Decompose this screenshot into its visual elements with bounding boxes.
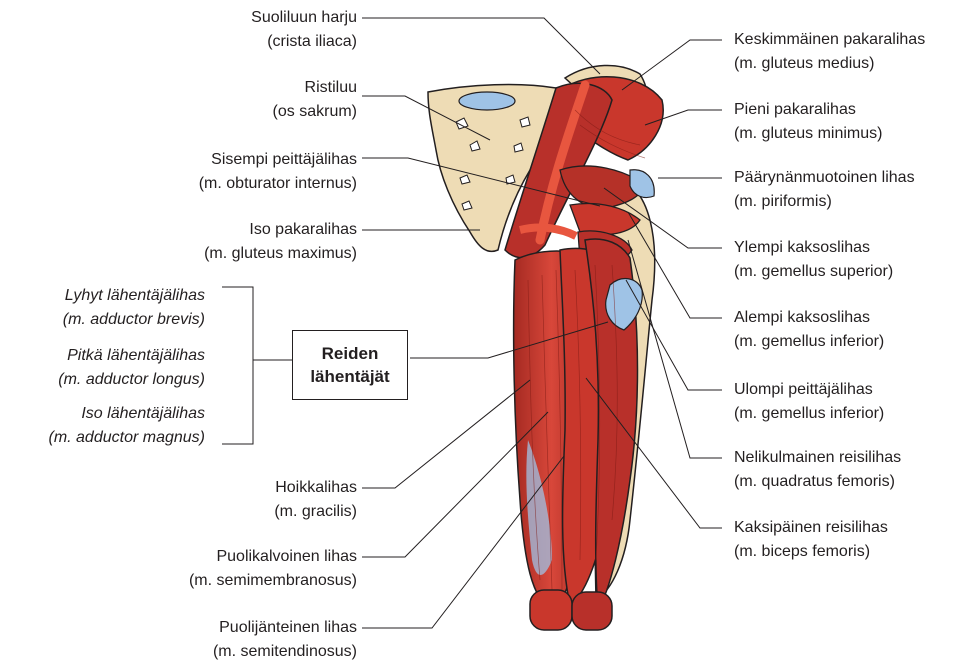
label-name: Suoliluun harju: [251, 6, 357, 30]
label-gemellus-superior: Ylempi kaksoslihas (m. gemellus superior…: [734, 236, 893, 284]
distal-tendon-1: [530, 590, 572, 630]
label-latin: (m. gracilis): [274, 500, 357, 524]
label-name: Kaksipäinen reisilihas: [734, 516, 888, 540]
label-name: Ristiluu: [273, 76, 357, 100]
label-piriformis: Päärynänmuotoinen lihas (m. piriformis): [734, 166, 915, 214]
label-gemellus-inferior: Alempi kaksoslihas (m. gemellus inferior…: [734, 306, 884, 354]
label-name: Puolikalvoinen lihas: [189, 545, 357, 569]
label-name: Ylempi kaksoslihas: [734, 236, 893, 260]
label-latin: (m. gluteus minimus): [734, 122, 882, 146]
label-name: Keskimmäinen pakaralihas: [734, 28, 925, 52]
label-obturator-internus: Sisempi peittäjälihas (m. obturator inte…: [199, 148, 357, 196]
label-name: Lyhyt lähentäjälihas: [63, 284, 205, 308]
label-crista-iliaca: Suoliluun harju (crista iliaca): [251, 6, 357, 54]
label-biceps-femoris: Kaksipäinen reisilihas (m. biceps femori…: [734, 516, 888, 564]
label-latin: (m. gemellus superior): [734, 260, 893, 284]
label-adductor-longus: Pitkä lähentäjälihas (m. adductor longus…: [58, 344, 205, 392]
label-name: Pitkä lähentäjälihas: [58, 344, 205, 368]
adductor-bracket: [222, 287, 253, 444]
label-os-sakrum: Ristiluu (os sakrum): [273, 76, 357, 124]
label-name: Iso pakaralihas: [204, 218, 357, 242]
label-adductor-magnus: Iso lähentäjälihas (m. adductor magnus): [48, 402, 205, 450]
label-quadratus-femoris: Nelikulmainen reisilihas (m. quadratus f…: [734, 446, 901, 494]
label-name: Nelikulmainen reisilihas: [734, 446, 901, 470]
label-latin: (m. adductor longus): [58, 368, 205, 392]
label-gluteus-medius: Keskimmäinen pakaralihas (m. gluteus med…: [734, 28, 925, 76]
adductor-group-box: Reiden lähentäjät: [292, 330, 408, 400]
label-obturator-externus: Ulompi peittäjälihas (m. gemellus inferi…: [734, 378, 884, 426]
label-gluteus-minimus: Pieni pakaralihas (m. gluteus minimus): [734, 98, 882, 146]
label-latin: (m. semimembranosus): [189, 569, 357, 593]
label-latin: (os sakrum): [273, 100, 357, 124]
label-latin: (m. adductor magnus): [48, 426, 205, 450]
distal-tendon-2: [572, 592, 612, 630]
label-semimembranosus: Puolikalvoinen lihas (m. semimembranosus…: [189, 545, 357, 593]
label-latin: (m. gemellus inferior): [734, 402, 884, 426]
label-name: Puolijänteinen lihas: [213, 616, 357, 640]
label-name: Alempi kaksoslihas: [734, 306, 884, 330]
label-latin: (m. gluteus medius): [734, 52, 925, 76]
label-latin: (m. biceps femoris): [734, 540, 888, 564]
label-latin: (m. gemellus inferior): [734, 330, 884, 354]
group-box-line2: lähentäjät: [310, 365, 389, 388]
label-name: Hoikkalihas: [274, 476, 357, 500]
label-name: Päärynänmuotoinen lihas: [734, 166, 915, 190]
label-latin: (m. obturator internus): [199, 172, 357, 196]
label-semitendinosus: Puolijänteinen lihas (m. semitendinosus): [213, 616, 357, 664]
label-name: Iso lähentäjälihas: [48, 402, 205, 426]
label-gluteus-maximus: Iso pakaralihas (m. gluteus maximus): [204, 218, 357, 266]
label-latin: (m. gluteus maximus): [204, 242, 357, 266]
label-latin: (crista iliaca): [251, 30, 357, 54]
group-box-line1: Reiden: [322, 342, 379, 365]
label-latin: (m. adductor brevis): [63, 308, 205, 332]
sacrum-top-facet: [459, 92, 515, 110]
label-name: Ulompi peittäjälihas: [734, 378, 884, 402]
label-latin: (m. quadratus femoris): [734, 470, 901, 494]
label-name: Pieni pakaralihas: [734, 98, 882, 122]
label-latin: (m. piriformis): [734, 190, 915, 214]
label-name: Sisempi peittäjälihas: [199, 148, 357, 172]
label-latin: (m. semitendinosus): [213, 640, 357, 664]
label-gracilis: Hoikkalihas (m. gracilis): [274, 476, 357, 524]
label-adductor-brevis: Lyhyt lähentäjälihas (m. adductor brevis…: [63, 284, 205, 332]
